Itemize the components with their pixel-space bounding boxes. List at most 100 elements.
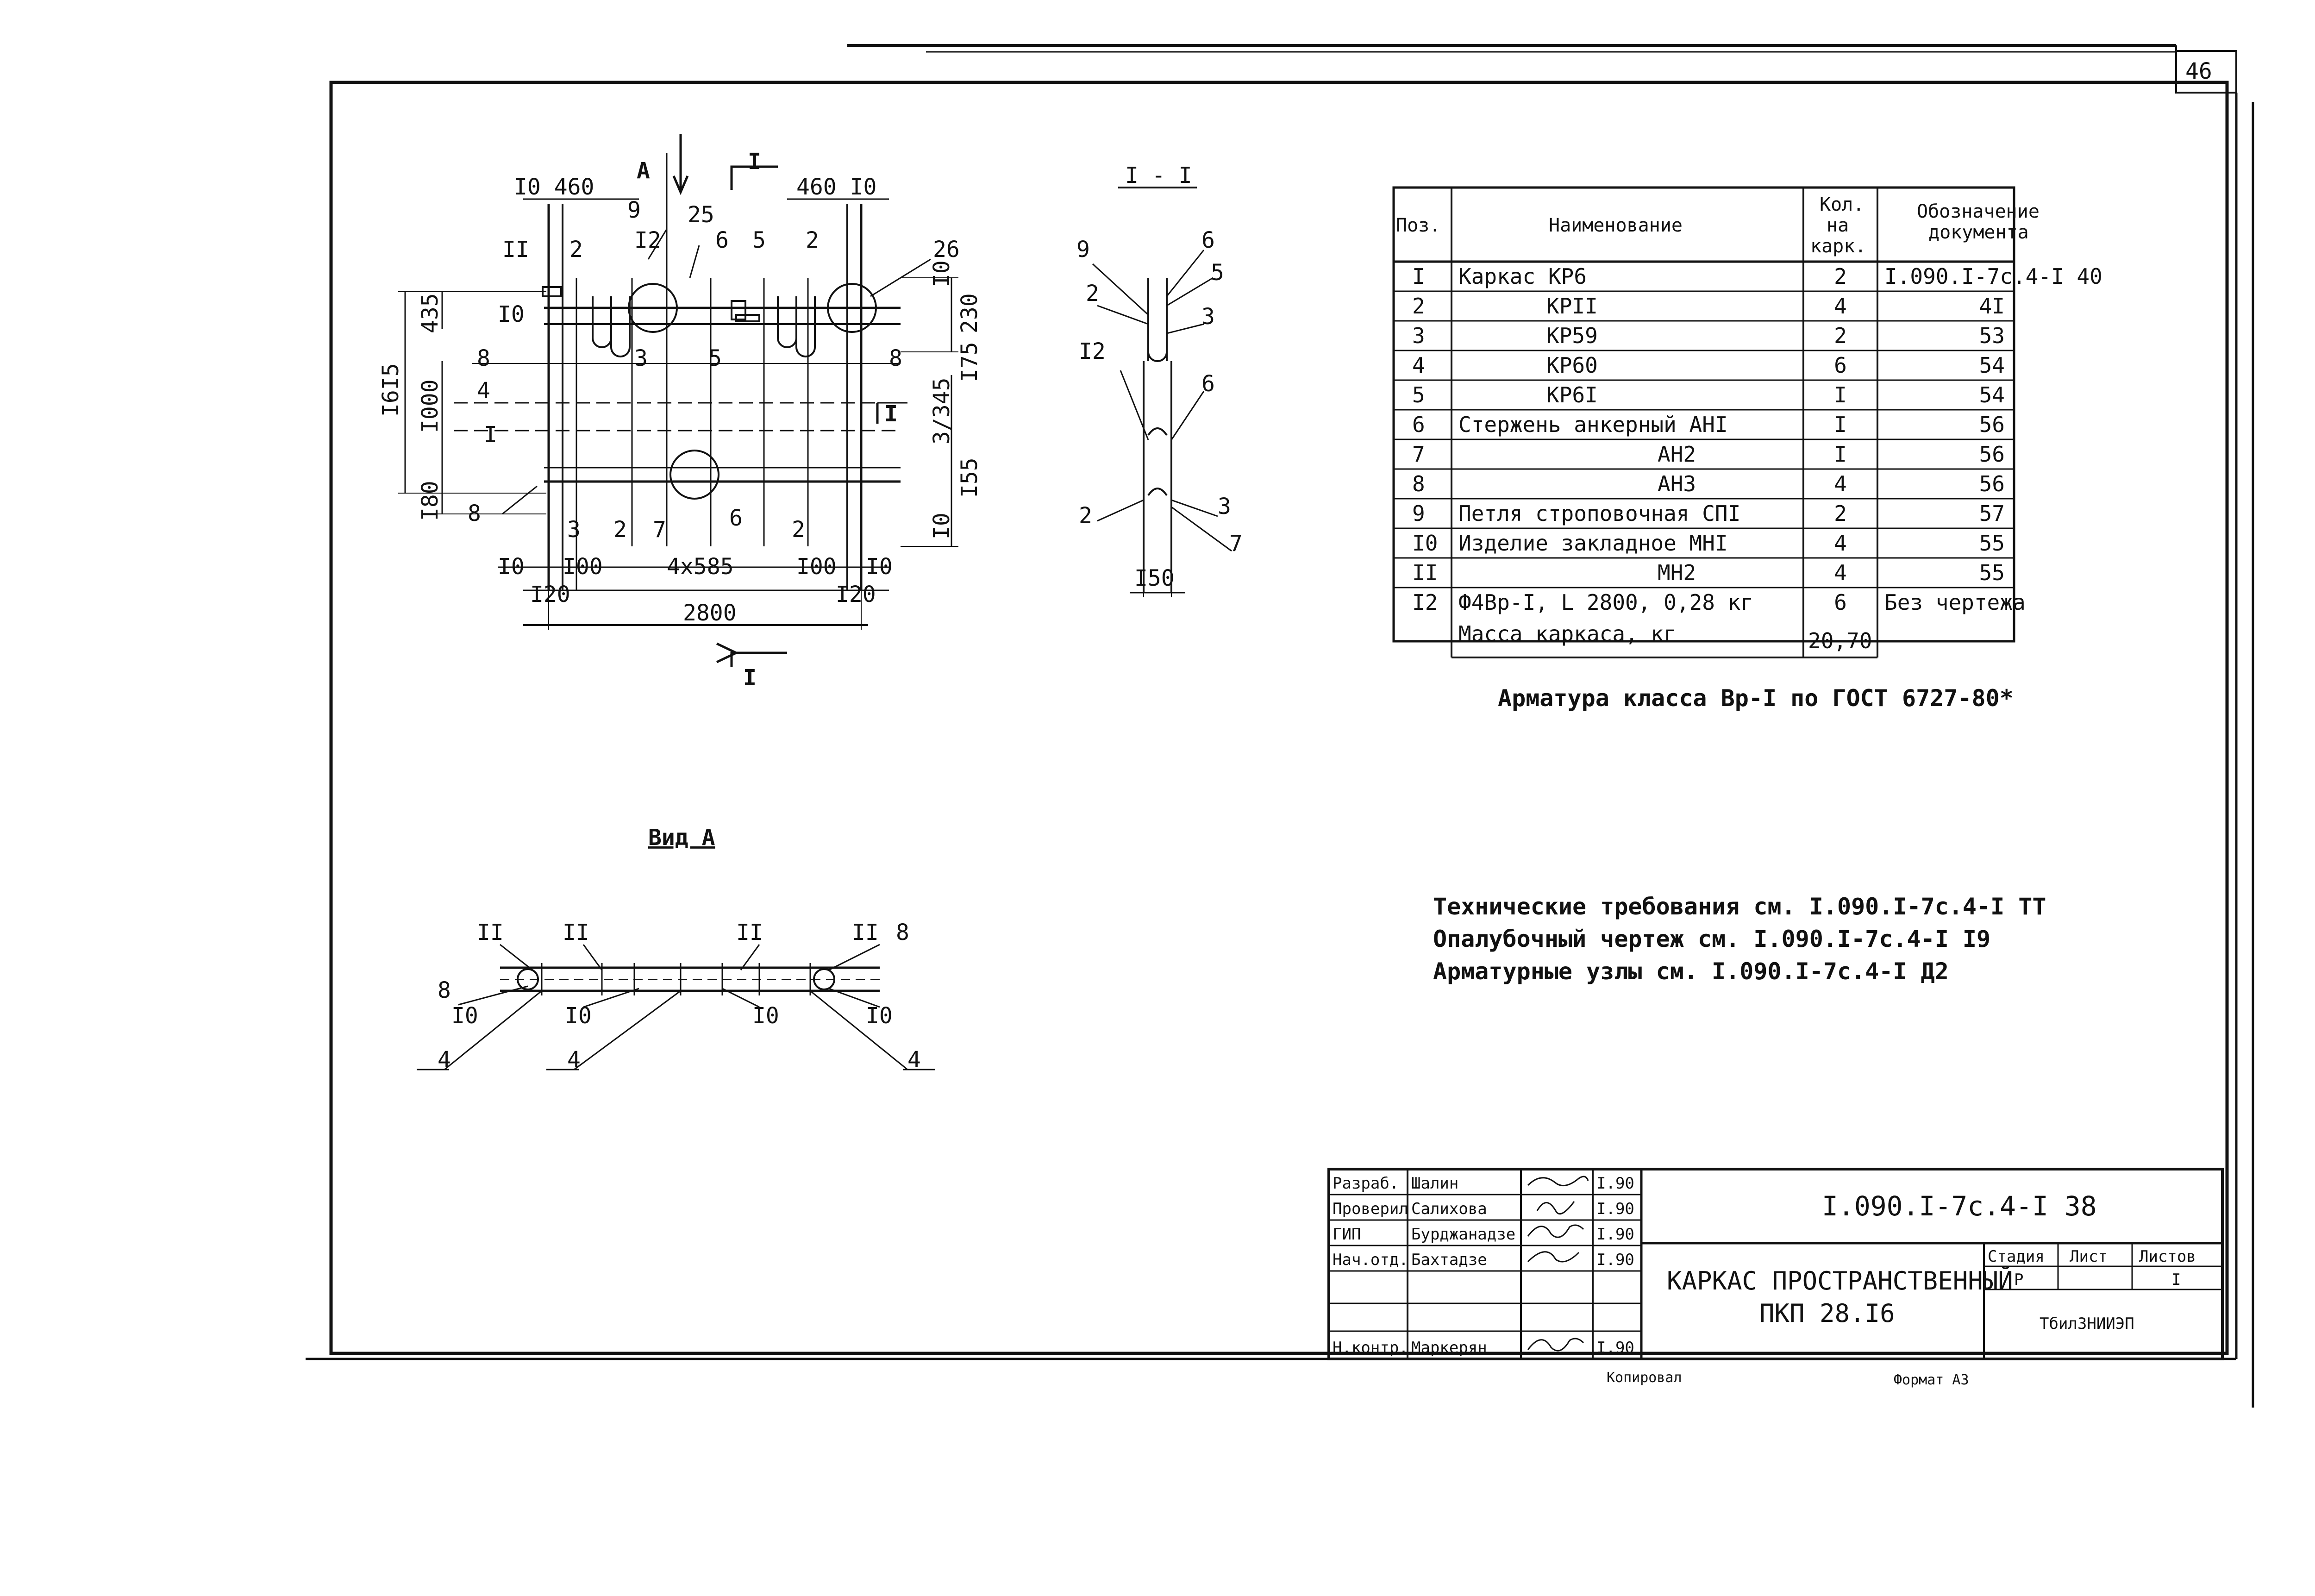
callout: 25 xyxy=(688,202,714,228)
callout: 6 xyxy=(729,505,743,531)
spec-cell-qty: I xyxy=(1834,442,1847,467)
spec-cell-name: Каркас КР6 xyxy=(1458,264,1587,289)
dim-bottom-mid: 4x585 xyxy=(667,554,734,580)
section-callout: 2 xyxy=(1079,503,1092,529)
dim-bottom-100-left: I00 xyxy=(563,554,603,580)
spec-mass-value: 20,70 xyxy=(1808,628,1872,653)
title-block-role: Проверил xyxy=(1333,1200,1408,1218)
spec-cell-qty: 2 xyxy=(1834,501,1847,526)
callout: I0 xyxy=(498,301,525,327)
view-callout: II xyxy=(736,920,763,945)
spec-cell-pos: 5 xyxy=(1412,382,1425,407)
section-callout: 3 xyxy=(1201,304,1215,330)
plan-labels: А I I I I0 460 460 I0 I6I5 435 I000 I80 … xyxy=(378,149,982,691)
section-labels: I - I 9 6 2 5 3 I2 6 2 3 7 I50 xyxy=(1076,163,1243,591)
spec-cell-qty: 4 xyxy=(1834,560,1847,585)
callout: 3 xyxy=(567,517,581,543)
sheet-label: Лист xyxy=(2070,1247,2108,1266)
stage-value: Р xyxy=(2014,1271,2023,1289)
title-block-name: Салихова xyxy=(1411,1200,1487,1218)
title-block-date: I.90 xyxy=(1596,1225,1634,1244)
section-callout: 9 xyxy=(1076,237,1090,263)
callout: 8 xyxy=(889,345,902,371)
spec-cell-qty: 2 xyxy=(1834,264,1847,289)
callout: 6 xyxy=(715,227,729,253)
spec-cell-pos: I0 xyxy=(1412,531,1438,556)
callout: II xyxy=(502,237,529,263)
sheets-value: I xyxy=(2171,1271,2181,1289)
spec-cell-pos: II xyxy=(1412,560,1438,585)
spec-cell-name: Петля строповочная СПI xyxy=(1458,501,1740,526)
title-block-name: Бахтадзе xyxy=(1411,1251,1487,1269)
dim-bottom-total: 2800 xyxy=(683,600,737,626)
view-callout: I0 xyxy=(866,1003,893,1029)
spec-cell-qty: 4 xyxy=(1834,471,1847,496)
title-block-date: I.90 xyxy=(1596,1174,1634,1193)
title-block-role: Разраб. xyxy=(1333,1174,1399,1193)
spec-header-qty-2: на xyxy=(1827,215,1849,236)
spec-cell-doc: 53 xyxy=(1979,323,2005,348)
callout: 7 xyxy=(653,517,666,543)
spec-cell-doc: 55 xyxy=(1979,560,2005,585)
stage-label: Стадия xyxy=(1988,1247,2045,1266)
spec-cell-qty: 6 xyxy=(1834,590,1847,615)
view-callout: 4 xyxy=(907,1047,921,1073)
view-a-labels: II II II II 8 8 I0 I0 I0 I0 4 4 4 xyxy=(438,920,921,1073)
view-callout: 4 xyxy=(438,1047,451,1073)
spec-cell-doc: 55 xyxy=(1979,531,2005,556)
callout: 2 xyxy=(613,517,627,543)
spec-cell-qty: 6 xyxy=(1834,353,1847,378)
title-block-name: Бурджанадзе xyxy=(1411,1225,1515,1244)
view-callout: 8 xyxy=(438,977,451,1003)
spec-cell-name: АН2 xyxy=(1658,442,1696,467)
spec-cell-doc: 54 xyxy=(1979,353,2005,378)
view-callout: I0 xyxy=(565,1003,592,1029)
callout: I xyxy=(484,422,497,448)
dim-height-total: I6I5 xyxy=(378,363,404,417)
spec-cell-pos: 2 xyxy=(1412,294,1425,319)
callout: 2 xyxy=(569,237,583,263)
note-line-2: Опалубочный чертеж см. I.090.I-7с.4-I I9 xyxy=(1433,926,1990,952)
callout: 2 xyxy=(806,227,819,253)
dim-top-right: 460 I0 xyxy=(796,174,876,200)
spec-cell-pos: 6 xyxy=(1412,412,1425,437)
spec-header-qty-1: Кол. xyxy=(1820,194,1864,215)
dim-bottom-120-right: I20 xyxy=(836,582,876,607)
title-block-date: I.90 xyxy=(1596,1200,1634,1218)
dim-r-10b: I0 xyxy=(929,513,955,539)
spec-cell-qty: I xyxy=(1834,412,1847,437)
view-callout: 4 xyxy=(567,1047,581,1073)
spec-cell-qty: 2 xyxy=(1834,323,1847,348)
spec-cell-qty: 4 xyxy=(1834,294,1847,319)
section-callout: 2 xyxy=(1086,281,1099,307)
spec-table xyxy=(1392,186,2015,658)
view-callout: I0 xyxy=(752,1003,779,1029)
dim-bottom-100-right: I00 xyxy=(796,554,837,580)
view-a-title: Вид А xyxy=(648,825,715,851)
dim-bottom-10-right: I0 xyxy=(866,554,893,580)
dim-r-155: I55 xyxy=(957,457,982,498)
dim-top-left: I0 460 xyxy=(514,174,594,200)
section-view xyxy=(1092,187,1232,597)
view-callout: II xyxy=(852,920,879,945)
spec-header-qty-3: карк. xyxy=(1810,236,1866,257)
dim-r-10: I0 xyxy=(929,260,955,287)
spec-header-name: Наименование xyxy=(1549,215,1683,236)
callout: 5 xyxy=(752,227,766,253)
spec-cell-pos: 9 xyxy=(1412,501,1425,526)
title-line-1: КАРКАС ПРОСТРАНСТВЕННЫЙ xyxy=(1667,1266,2013,1296)
callout: 3 xyxy=(634,345,648,371)
spec-cell-pos: 4 xyxy=(1412,353,1425,378)
spec-cell-pos: I xyxy=(1412,264,1425,289)
spec-cell-name: МН2 xyxy=(1658,560,1696,585)
view-callout: II xyxy=(563,920,589,945)
view-a-marker: А xyxy=(637,158,650,184)
callout: 9 xyxy=(627,197,641,223)
spec-cell-doc: 56 xyxy=(1979,471,2005,496)
plan-view xyxy=(398,134,958,667)
spec-cell-doc: I.090.I-7с.4-I 40 xyxy=(1884,264,2102,289)
spec-cell-name: АН3 xyxy=(1658,471,1696,496)
spec-header-pos: Поз. xyxy=(1396,215,1440,236)
